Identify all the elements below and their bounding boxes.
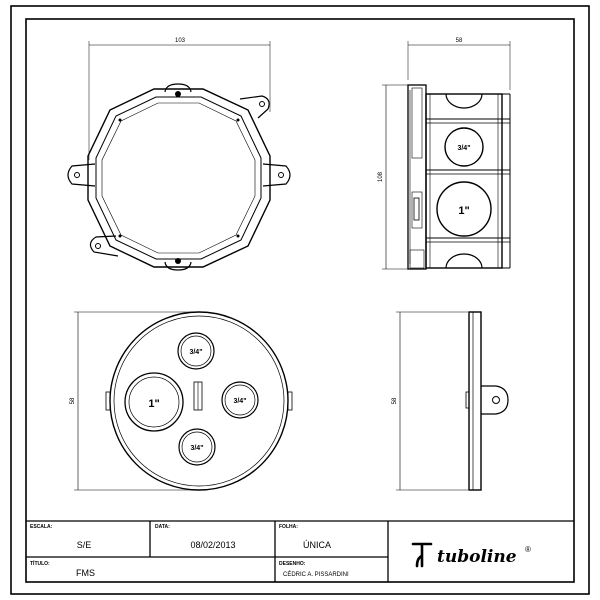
side-view-width-dim: 58 [456, 38, 463, 44]
bottom-view: 58 3/4" 3/4" 3/4" 1" [70, 311, 293, 491]
top-view-hole-top [175, 91, 181, 97]
bottom-view-inner-circle [113, 315, 285, 487]
side-view-body [425, 93, 503, 269]
top-view-hole-bottom-left [95, 243, 101, 249]
side-view-flange [407, 84, 427, 270]
brand-registered-mark: ® [525, 545, 531, 554]
escala-label: ESCALA: [30, 524, 53, 530]
side-view: 58 108 3/4" 1" [378, 38, 511, 270]
titulo-label: TÍTULO: [30, 559, 50, 567]
section-view-ear-hole [492, 396, 500, 404]
side-view-height-dim: 108 [378, 171, 384, 182]
bottom-view-height-dim: 58 [70, 397, 76, 404]
bottom-view-knockout-bottom [178, 428, 216, 466]
escala-value: S/E [77, 540, 92, 550]
section-view-ear [481, 385, 509, 415]
bottom-view-knockout-bottom-label: 3/4" [190, 445, 203, 452]
bottom-view-knockout-top-label: 3/4" [189, 349, 202, 356]
top-view-inner-octagon [95, 96, 262, 260]
section-view-plate [468, 311, 482, 491]
bottom-view-knockout-top [177, 332, 215, 370]
top-view: 103 [67, 38, 291, 271]
folha-label: FOLHA: [279, 524, 298, 530]
top-view-hole-right [278, 172, 284, 178]
inner-border [25, 18, 575, 583]
titulo-value: FMS [76, 568, 95, 578]
bottom-view-knockout-right [221, 381, 259, 419]
side-view-knockout-small-label: 3/4" [457, 145, 470, 152]
desenho-value: CÉDRIC A. PISSARDINI [283, 571, 349, 578]
data-label: DATA: [155, 524, 170, 530]
top-view-outer-octagon [87, 88, 271, 268]
bottom-view-outer-circle [109, 311, 289, 491]
tuboline-logo: tuboline ® [411, 542, 531, 568]
folha-value: ÚNICA [303, 540, 331, 550]
top-view-ear-right [262, 163, 291, 187]
desenho-label: DESENHO: [279, 561, 306, 567]
side-view-knockout-large-label: 1" [458, 205, 469, 217]
section-view: 58 [392, 311, 509, 491]
side-view-knockout-large [436, 181, 492, 237]
bottom-view-knockout-left [124, 372, 184, 432]
data-value: 08/02/2013 [190, 540, 235, 550]
top-view-width-dim: 103 [175, 38, 186, 44]
top-view-ear-bottom [164, 261, 192, 271]
top-view-ear-left [67, 163, 96, 187]
top-view-ear-top [164, 83, 192, 93]
top-view-hole-bottom [175, 258, 181, 264]
top-view-ear-bottom-left [89, 235, 119, 257]
bottom-view-knockout-left-label: 1" [148, 398, 159, 410]
top-view-hole-left [74, 172, 80, 178]
top-view-ear-top-right [239, 95, 270, 119]
top-view-hole-top-right [259, 101, 265, 107]
bottom-view-knockout-right-label: 3/4" [233, 398, 246, 405]
brand-name: tuboline [437, 547, 517, 567]
title-block [26, 520, 574, 582]
side-view-knockout-small [444, 127, 484, 167]
tuboline-logo-icon [411, 542, 433, 568]
outer-border [10, 5, 590, 595]
section-view-height-dim: 58 [392, 397, 398, 404]
